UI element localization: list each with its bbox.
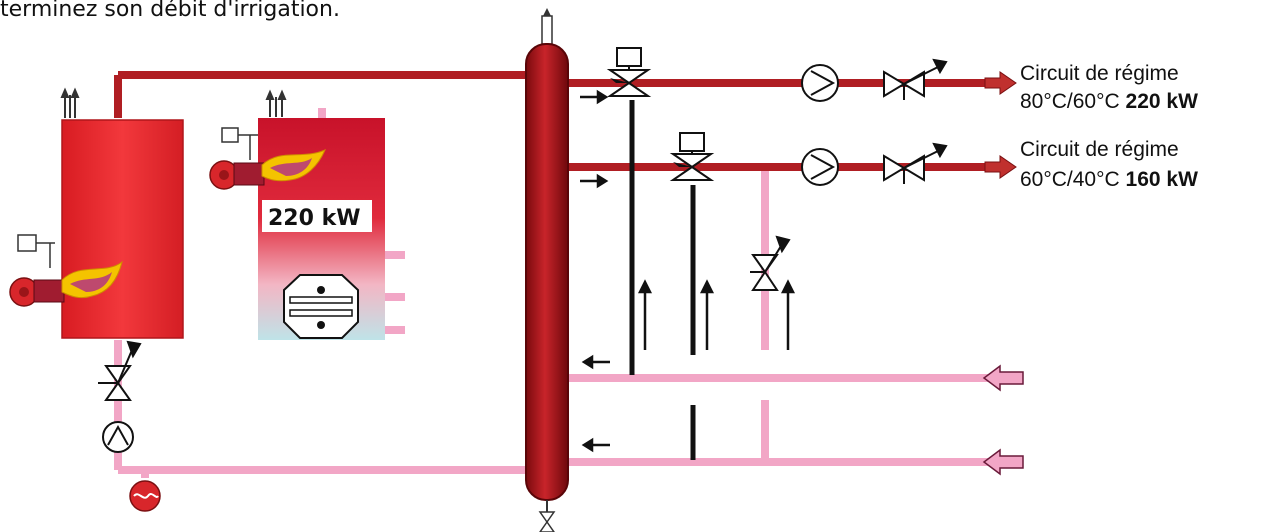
flue-icon bbox=[265, 89, 287, 117]
arrow-icon bbox=[984, 155, 1017, 179]
arrow-icon bbox=[982, 448, 1024, 476]
two-way-valve-icon bbox=[750, 235, 791, 291]
expansion-vessel-icon bbox=[129, 480, 161, 512]
bypass-lines bbox=[629, 100, 696, 460]
circuit-1-name: Circuit de régime bbox=[1020, 62, 1179, 85]
heat-exchanger-icon bbox=[283, 274, 359, 339]
circuit-2-regime: 60°C/40°C 160 kW bbox=[1020, 168, 1198, 191]
arrow-icon bbox=[982, 364, 1024, 392]
burner-icon bbox=[209, 127, 326, 190]
two-way-valve-icon bbox=[883, 142, 948, 184]
two-way-valve-icon bbox=[883, 58, 948, 100]
hydraulic-separator bbox=[525, 8, 569, 532]
two-way-valve-icon bbox=[98, 340, 142, 401]
pump-icon bbox=[801, 148, 839, 186]
boiler-1 bbox=[9, 87, 184, 339]
circuit-2-name: Circuit de régime bbox=[1020, 138, 1179, 161]
caption-text: terminez son débit d'irrigation. bbox=[0, 0, 340, 22]
boiler-2: 220 kW bbox=[209, 89, 385, 340]
flue-icon bbox=[60, 87, 80, 118]
circuit-1-regime: 80°C/60°C 220 kW bbox=[1020, 90, 1198, 113]
arrow-icon bbox=[984, 71, 1017, 95]
pump-icon bbox=[102, 421, 134, 453]
three-way-valve-icon bbox=[606, 47, 652, 97]
flow-arrows bbox=[580, 89, 796, 453]
three-way-valve-icon bbox=[669, 132, 715, 181]
pump-icon bbox=[801, 64, 839, 102]
boiler-2-power-label: 220 kW bbox=[268, 206, 360, 231]
burner-icon bbox=[9, 234, 123, 307]
